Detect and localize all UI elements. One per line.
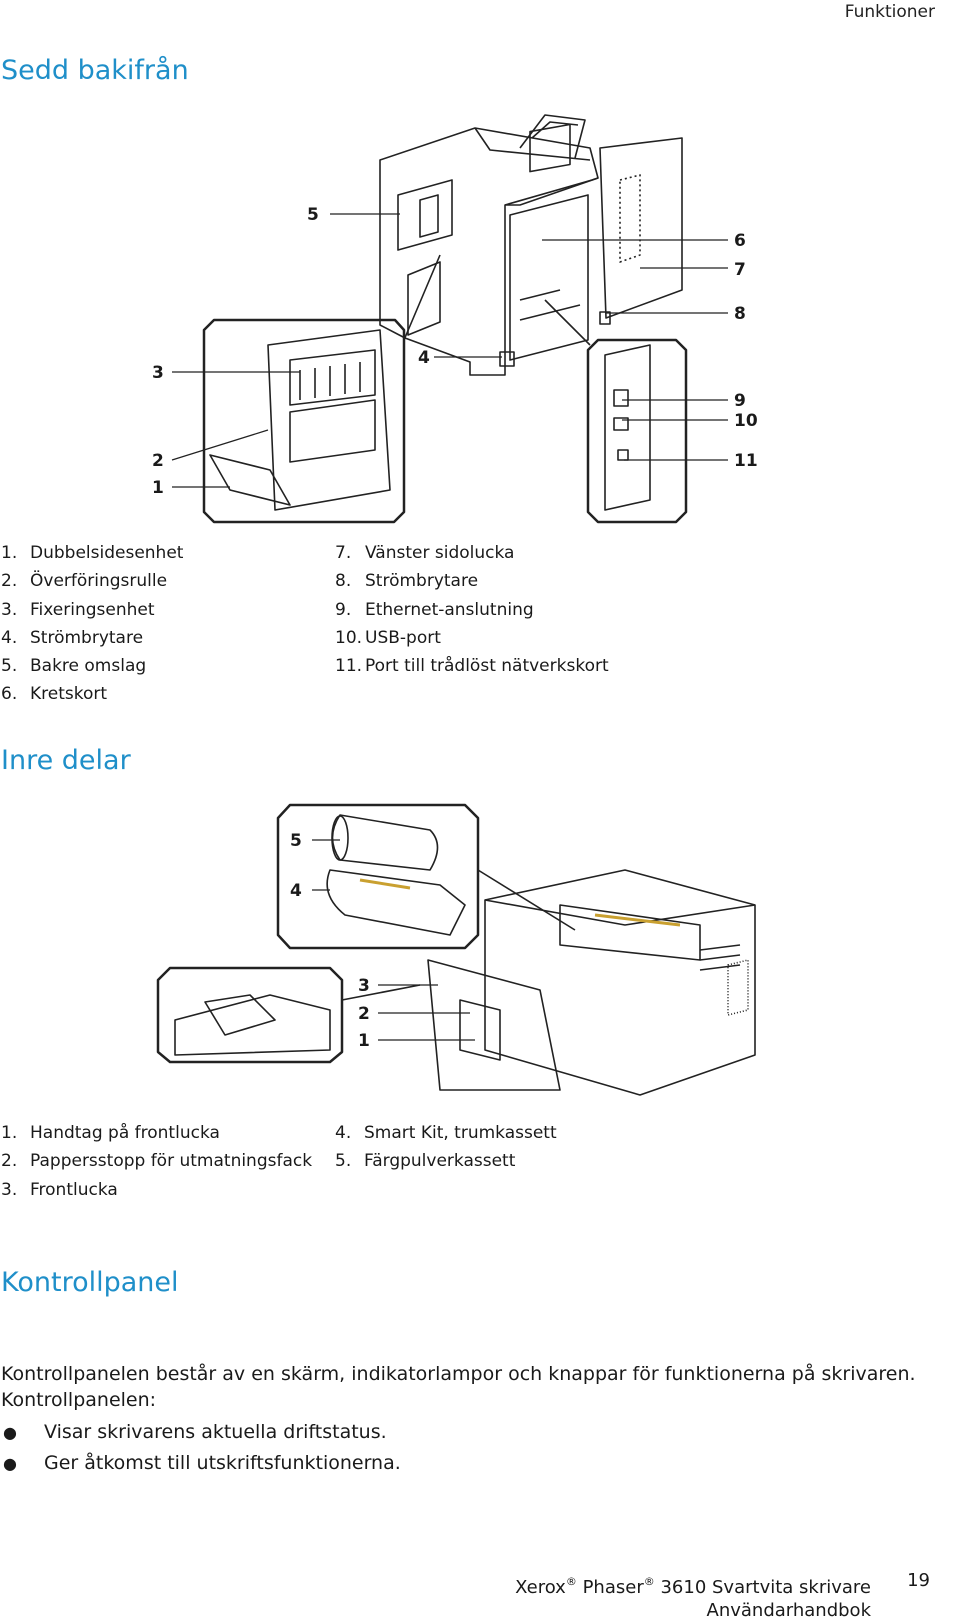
- bullet-item: ●Visar skrivarens aktuella driftstatus.: [1, 1417, 401, 1448]
- internal-legend-left: 1.Handtag på frontlucka 2.Pappersstopp f…: [1, 1119, 312, 1204]
- callout-internal-5: 5: [290, 831, 302, 851]
- legend-item: 5.Bakre omslag: [1, 656, 147, 677]
- bullet-item: ●Ger åtkomst till utskriftsfunktionerna.: [1, 1448, 401, 1479]
- bullet-icon: ●: [3, 1454, 17, 1473]
- callout-rear-11: 11: [734, 451, 758, 471]
- legend-item: 8.Strömbrytare: [335, 571, 479, 592]
- power-switch-rear: [499, 351, 515, 367]
- rear-legend-left: 1.Dubbelsidesenhet 2.Överföringsrulle 3.…: [1, 539, 183, 709]
- callout-internal-3: 3: [358, 976, 370, 996]
- callout-rear-5: 5: [307, 205, 319, 225]
- bullet-icon: ●: [3, 1423, 17, 1442]
- internal-legend-right: 4.Smart Kit, trumkassett 5.Färgpulverkas…: [335, 1119, 557, 1176]
- section-title-control-panel: Kontrollpanel: [1, 1267, 179, 1298]
- rear-view-illustration: 5 3 4 2 1 6 7 8 9 10 11: [152, 114, 758, 524]
- rear-legend-right: 7.Vänster sidolucka 8.Strömbrytare 9.Eth…: [335, 539, 609, 680]
- callout-internal-4: 4: [290, 881, 302, 901]
- footer-product-title: Xerox® Phaser® 3610 Svartvita skrivare A…: [515, 1575, 871, 1621]
- legend-item: 7.Vänster sidolucka: [335, 543, 515, 563]
- legend-item: 1.Handtag på frontlucka: [1, 1123, 220, 1143]
- page-number: 19: [907, 1570, 930, 1591]
- legend-item: 2.Pappersstopp för utmatningsfack: [1, 1151, 313, 1172]
- callout-rear-1: 1: [152, 478, 164, 498]
- legend-item: 9.Ethernet-anslutning: [335, 599, 534, 620]
- callout-rear-3: 3: [152, 363, 164, 383]
- callout-rear-9: 9: [734, 391, 746, 411]
- legend-item: 10.USB-port: [335, 627, 441, 648]
- legend-item: 4.Smart Kit, trumkassett: [335, 1123, 557, 1143]
- legend-item: 4.Strömbrytare: [1, 627, 144, 648]
- printer-rear-body: [379, 127, 599, 376]
- drum-cartridge: [326, 869, 466, 936]
- callout-rear-7: 7: [734, 260, 746, 280]
- left-side-door: [599, 137, 683, 319]
- legend-item: 11.Port till trådlöst nätverkskort: [335, 656, 609, 677]
- legend-item: 6.Kretskort: [1, 684, 108, 705]
- section-title-rear-view: Sedd bakifrån: [1, 55, 189, 86]
- callout-rear-2: 2: [152, 451, 164, 471]
- callout-rear-8: 8: [734, 304, 746, 324]
- callout-internal-1: 1: [358, 1031, 370, 1051]
- zoom-window-fuser: [202, 318, 406, 524]
- section-title-internal-parts: Inre delar: [1, 745, 131, 776]
- legend-item: 3.Fixeringsenhet: [1, 599, 155, 620]
- circuit-board-area: [509, 194, 589, 361]
- zoom-window-ports: [586, 338, 688, 524]
- callout-rear-10: 10: [734, 411, 758, 431]
- front-door: [427, 959, 561, 1091]
- running-head: Funktioner: [844, 2, 935, 22]
- zoom-window-cartridges: [276, 803, 480, 950]
- rear-cover: [397, 179, 453, 251]
- legend-item: 3.Frontlucka: [1, 1179, 118, 1200]
- control-panel-intro: Kontrollpanelen består av en skärm, indi…: [1, 1363, 916, 1411]
- zoom-window-output-tray: [156, 966, 344, 1064]
- callout-rear-6: 6: [734, 231, 746, 251]
- callout-internal-2: 2: [358, 1004, 370, 1024]
- control-panel-bullets: ●Visar skrivarens aktuella driftstatus. …: [1, 1417, 401, 1479]
- callout-rear-4: 4: [418, 348, 430, 368]
- internal-parts-illustration: 5 4 3 2 1: [156, 803, 756, 1096]
- legend-item: 2.Överföringsrulle: [1, 571, 168, 592]
- toner-cartridge: [331, 814, 439, 871]
- legend-item: 5.Färgpulverkassett: [335, 1151, 516, 1172]
- printer-front-body: [484, 869, 756, 1096]
- legend-item: 1.Dubbelsidesenhet: [1, 543, 184, 563]
